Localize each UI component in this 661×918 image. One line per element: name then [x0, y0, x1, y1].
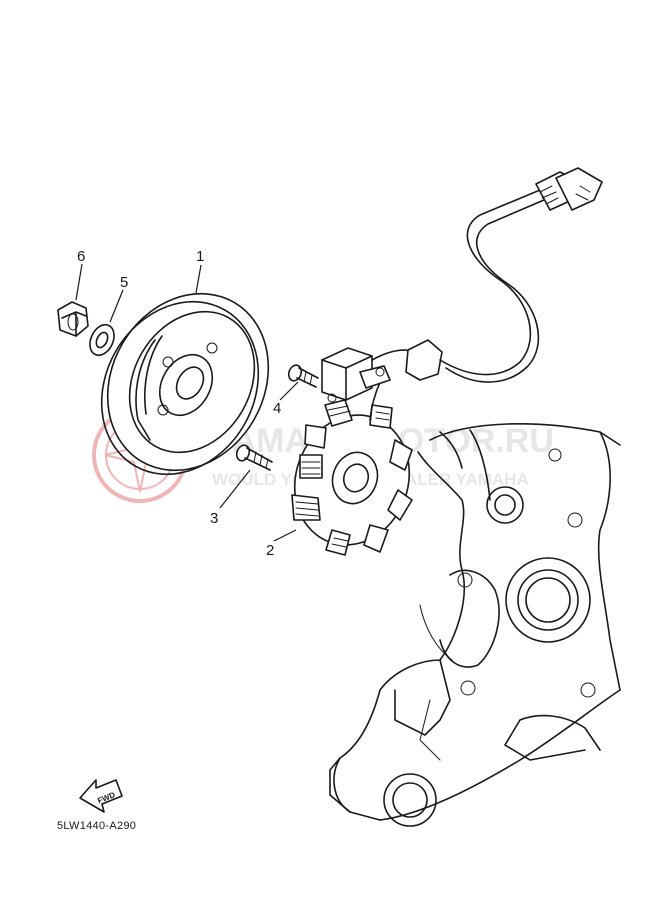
- washer: [89, 323, 115, 357]
- wiring-harness: [371, 167, 603, 383]
- pickup-coil: [321, 347, 391, 403]
- crankcase: [329, 423, 621, 827]
- screw-long: [235, 444, 273, 471]
- nut: [57, 301, 89, 337]
- callout-1: 1: [196, 248, 204, 265]
- callout-5: 5: [120, 274, 128, 291]
- callout-4: 4: [273, 400, 281, 417]
- flywheel-rotor: [100, 292, 270, 476]
- callout-6: 6: [77, 248, 85, 265]
- leader-lines: [75, 263, 299, 542]
- diagram-code: 5LW1440-A290: [57, 820, 137, 832]
- fwd-arrow-icon: FWD: [79, 779, 123, 813]
- screw-short: [287, 364, 319, 388]
- callout-2: 2: [266, 542, 274, 559]
- callout-3: 3: [210, 510, 218, 527]
- stator: [291, 371, 413, 556]
